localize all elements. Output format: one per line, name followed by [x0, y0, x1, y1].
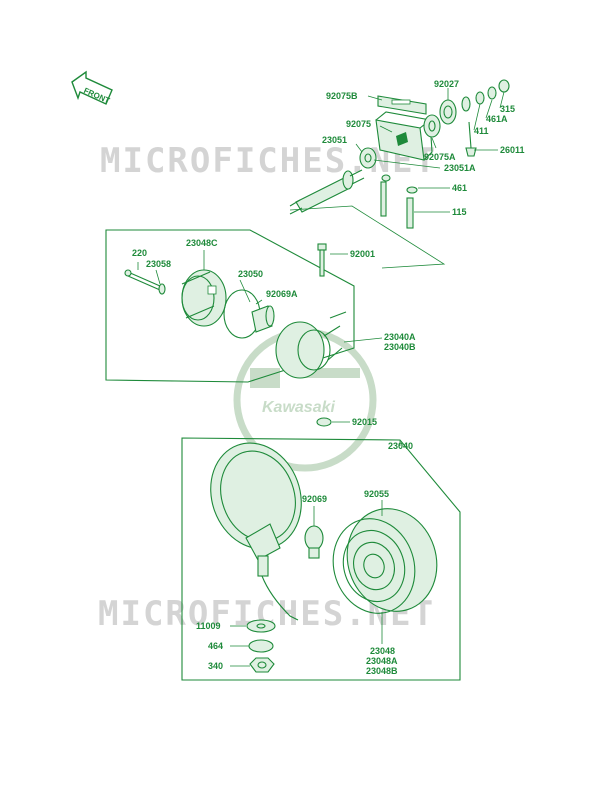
label-23048B: 23048B	[366, 666, 398, 676]
nut-315	[498, 79, 510, 93]
screw-220	[124, 269, 161, 291]
label-315: 315	[500, 104, 515, 114]
housing-23040A	[275, 311, 347, 379]
label-464: 464	[208, 641, 223, 651]
label-23050: 23050	[238, 269, 263, 279]
label-92075: 92075	[346, 119, 371, 129]
part-labels: 92075B 92027 315 461A 411 92075 23051 26…	[132, 79, 525, 676]
front-arrow-icon: FRONT	[71, 70, 113, 105]
label-92069A: 92069A	[266, 289, 298, 299]
label-461: 461	[452, 183, 467, 193]
assembly-boundary-line	[289, 205, 446, 269]
bolt-115-left	[380, 181, 387, 217]
label-23048: 23048	[370, 646, 395, 656]
headlight-body	[245, 523, 299, 621]
label-23040A: 23040A	[384, 332, 416, 342]
label-411: 411	[474, 126, 489, 136]
bolt-115-right	[406, 197, 414, 229]
washer-461A	[487, 86, 497, 100]
label-23048C: 23048C	[186, 238, 218, 248]
nut-340	[249, 657, 275, 673]
washer-461	[406, 186, 418, 194]
label-92001: 92001	[350, 249, 375, 259]
collar-23051A	[359, 147, 377, 169]
label-23048A: 23048A	[366, 656, 398, 666]
lockwasher-464	[248, 639, 274, 653]
washer-11009	[246, 619, 276, 633]
label-23040B: 23040B	[384, 342, 416, 352]
label-92027: 92027	[434, 79, 459, 89]
label-23051: 23051	[322, 135, 347, 145]
label-92015: 92015	[352, 417, 377, 427]
label-11009: 11009	[196, 621, 221, 631]
washer-411	[475, 91, 485, 105]
label-92069: 92069	[302, 494, 327, 504]
bracket-plate	[377, 95, 427, 115]
washer-small	[381, 174, 391, 182]
nut-92015	[316, 417, 332, 427]
label-461A: 461A	[486, 114, 508, 124]
label-23040: 23040	[388, 441, 413, 451]
label-26011: 26011	[500, 145, 525, 155]
bolt-92001	[317, 243, 327, 277]
leader-lines	[137, 88, 505, 667]
cover-23048C	[181, 269, 227, 327]
label-92055: 92055	[364, 489, 389, 499]
shaft-23051	[289, 169, 365, 215]
label-23051A: 23051A	[444, 163, 476, 173]
label-23058: 23058	[146, 259, 171, 269]
socket-23050	[251, 305, 275, 333]
lens-92055	[332, 508, 438, 614]
bolt-26011	[465, 121, 477, 157]
collar-92075A	[423, 114, 441, 138]
label-115: 115	[452, 207, 467, 217]
gear-92027	[439, 99, 457, 125]
label-340: 340	[208, 661, 223, 671]
washer-461A-top	[461, 96, 471, 112]
bulb-92069	[304, 525, 324, 559]
label-220: 220	[132, 248, 147, 258]
washer-23058	[158, 283, 166, 295]
svg-text:Kawasaki: Kawasaki	[262, 399, 335, 416]
label-92075B: 92075B	[326, 91, 358, 101]
label-92075A: 92075A	[424, 152, 456, 162]
housing-subassembly-frame	[105, 229, 355, 383]
